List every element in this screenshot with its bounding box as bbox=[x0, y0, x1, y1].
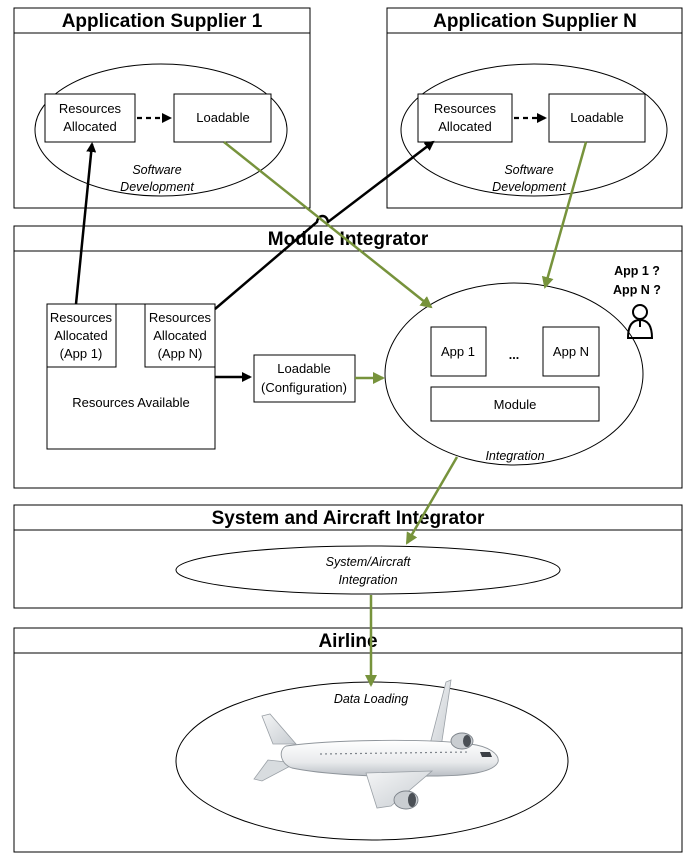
loadable-configuration-box bbox=[253, 354, 356, 403]
supplier-n-loadable-box bbox=[548, 93, 646, 143]
system-aircraft-line2: Integration bbox=[338, 573, 397, 587]
system-integrator-title: System and Aircraft Integrator bbox=[212, 508, 485, 529]
supplier-n-ellipse-line2: Development bbox=[492, 180, 566, 194]
res-appn-line2: Allocated bbox=[153, 328, 206, 343]
app-n-box bbox=[542, 326, 600, 377]
supplier-n-title: Application Supplier N bbox=[433, 11, 637, 32]
res-app1-line2: Allocated bbox=[54, 328, 107, 343]
arrow-loadable1-to-integration bbox=[223, 141, 433, 309]
module-integrator-panel: Module Integrator Resources Allocated (A… bbox=[13, 225, 683, 489]
question-appn: App N ? bbox=[613, 283, 661, 297]
arrow-res-appn-to-suppliern bbox=[214, 140, 435, 310]
supplier-n-loadable-label: Loadable bbox=[570, 110, 624, 125]
supplier-1-loadable-box bbox=[173, 93, 272, 143]
module-box bbox=[430, 386, 600, 422]
arrow-res-app1-to-supplier1 bbox=[74, 142, 97, 305]
res-app1-line3: (App 1) bbox=[60, 346, 103, 361]
supplier-1-resources-line2: Allocated bbox=[63, 119, 116, 134]
app-n-label: App N bbox=[553, 344, 589, 359]
resources-appn-box bbox=[144, 303, 216, 368]
app-1-label: App 1 bbox=[441, 344, 475, 359]
apps-ellipsis: ... bbox=[509, 348, 519, 362]
res-appn-line3: (App N) bbox=[158, 346, 203, 361]
arrow-integration-to-system bbox=[405, 456, 459, 545]
resources-available-label: Resources Available bbox=[72, 395, 190, 410]
system-integrator-panel: System and Aircraft Integrator System/Ai… bbox=[13, 504, 683, 609]
supplier-1-resources-line1: Resources bbox=[59, 101, 122, 116]
supplier-1-panel: Application Supplier 1 Resources Allocat… bbox=[13, 7, 311, 209]
supplier-1-title: Application Supplier 1 bbox=[62, 11, 263, 32]
supplier-1-loadable-label: Loadable bbox=[196, 110, 250, 125]
supplier-n-ellipse-line1: Software bbox=[504, 163, 553, 177]
resources-app1-box bbox=[46, 303, 117, 368]
supplier-n-resources-line2: Allocated bbox=[438, 119, 491, 134]
question-app1: App 1 ? bbox=[614, 264, 660, 278]
supplier-1-ellipse-line2: Development bbox=[120, 180, 194, 194]
loadable-config-line1: Loadable bbox=[277, 361, 331, 376]
airline-panel: Airline Data Loading bbox=[13, 627, 683, 853]
integration-ellipse bbox=[384, 282, 644, 466]
system-aircraft-ellipse bbox=[175, 545, 561, 595]
supplier-1-ellipse-line1: Software bbox=[132, 163, 181, 177]
app-1-box bbox=[430, 326, 487, 377]
airline-title: Airline bbox=[318, 631, 377, 652]
supplier-1-resources-box bbox=[44, 93, 136, 143]
supplier-n-resources-line1: Resources bbox=[434, 101, 497, 116]
supplier-n-resources-box bbox=[417, 93, 513, 143]
module-label: Module bbox=[494, 397, 537, 412]
res-app1-line1: Resources bbox=[50, 310, 113, 325]
system-aircraft-line1: System/Aircraft bbox=[326, 555, 411, 569]
data-loading-label: Data Loading bbox=[334, 692, 408, 706]
person-icon bbox=[626, 304, 654, 339]
loadable-config-line2: (Configuration) bbox=[261, 380, 347, 395]
supplier-n-panel: Application Supplier N Resources Allocat… bbox=[386, 7, 683, 209]
airplane-icon bbox=[253, 679, 499, 810]
res-appn-line1: Resources bbox=[149, 310, 212, 325]
arrow-loadablen-to-integration bbox=[541, 141, 588, 289]
integration-label: Integration bbox=[485, 449, 544, 463]
